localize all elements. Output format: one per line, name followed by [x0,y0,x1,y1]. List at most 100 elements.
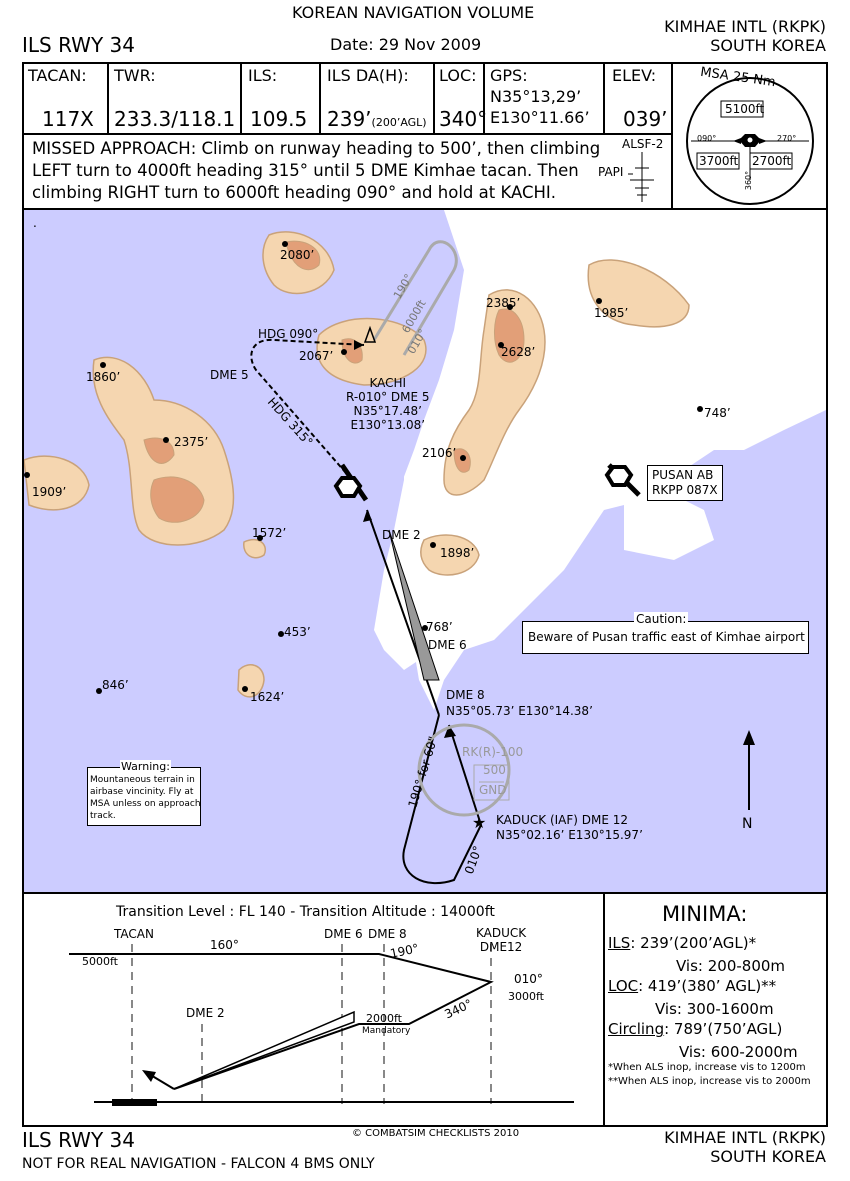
warning-text: Mountaneous terrain in airbase vincinity… [90,774,201,822]
peak-1624: 1624’ [250,690,285,704]
restricted-area-label: RK(R)-100 [462,745,524,759]
alsf-label: ALSF-2 [622,137,664,151]
pusan-ab-label: PUSAN AB RKPP 087X [647,465,723,501]
loc-value: 340° [439,107,488,131]
kaduck-position: N35°02.16’ E130°15.97’ [496,828,643,842]
pusan-tacan-id: RKPP 087X [652,483,718,497]
peak-dots [24,241,703,694]
profile-alt5000: 5000ft [82,955,118,968]
dme5-label: DME 5 [210,368,249,382]
profile-dme8: DME 8 [368,927,407,941]
dme6-label: DME 6 [428,638,467,652]
kaduck-star: ★ [472,813,486,832]
peak-1898: 1898’ [440,546,475,560]
peak-1909: 1909’ [32,485,67,499]
airport-name-text: KIMHAE INTL (RKPK) [664,17,826,36]
minima-loc-label: LOC [608,977,639,995]
profile-svg [69,944,574,1106]
peak-768: 768’ [426,620,453,634]
kachi-radial: R-010° DME 5 [346,390,430,404]
gps-label: GPS: [490,66,528,85]
caution-box: Caution: Beware of Pusan traffic east of… [522,612,809,654]
kachi-lat: N35°17.48’ [353,404,422,418]
profile-kaduck-name: KADUCK [476,926,527,940]
tacan-value: 117X [42,107,94,131]
minima-ils-value: : 239’(200’AGL)* [630,934,757,952]
approach-course [366,509,440,716]
minima-loc: LOC: 419’(380’ AGL)** [608,977,776,995]
minima-circling-label: Circling [608,1020,665,1038]
minima-ils: ILS: 239’(200’AGL)* [608,934,756,952]
msa-se: 2700ft [752,154,792,168]
peak-2628: 2628’ [501,345,536,359]
peak-846: 846’ [102,678,129,692]
minima-note-1: *When ALS inop, increase vis to 1200m [608,1062,806,1073]
peak-1985: 1985’ [594,306,629,320]
peak-748: 748’ [704,406,731,420]
warning-line-4: track. [90,811,116,821]
peak-2067: 2067’ [299,349,334,363]
msa-bearing-270: 270° [777,134,797,143]
minima-loc-vis: Vis: 300-1600m [655,1000,774,1018]
kaduck-label: KADUCK (IAF) DME 12 [496,813,629,827]
volume-title: KOREAN NAVIGATION VOLUME [292,3,535,22]
warning-line-2: airbase vincinity. Fly at [90,787,194,797]
missed-line-2: LEFT turn to 4000ft heading 315° until 5… [32,161,579,180]
msa-sw: 3700ft [699,154,739,168]
transition-text: Transition Level : FL 140 - Transition A… [116,904,495,920]
elev-label: ELEV: [612,66,657,85]
twr-label: TWR: [114,66,156,85]
msa-diagram [686,77,814,205]
dme8-position: N35°05.73’ E130°14.38’ [446,704,593,718]
profile-tacan: TACAN [114,927,154,941]
profile-mandatory: Mandatory [362,1026,411,1036]
papi-label: PAPI [598,165,624,179]
profile-kaduck-dme: DME12 [479,940,523,954]
msa-north: 5100ft [725,102,765,116]
missed-line-3: climbing RIGHT turn to 6000ft heading 09… [32,183,557,202]
minima-ils-vis: Vis: 200-800m [676,957,786,975]
dme8-label: DME 8 [446,688,485,702]
minima-ils-label: ILS [608,934,631,952]
da-sub: (200’AGL) [371,116,427,129]
profile-hdg010: 010° [514,972,543,986]
profile-hdg160: 160° [210,938,239,952]
minima-box [603,892,828,1127]
land-east-2 [624,490,714,560]
gps-coords: N35°13,29’ E130°11.66’ [490,86,590,128]
warning-line-3: MSA unless on approach [90,799,201,809]
msa-bearing-090: 090° [697,134,717,143]
minima-circling-value: : 789’(750’AGL) [664,1020,783,1038]
minima-circling: Circling: 789’(750’AGL) [608,1020,782,1038]
peak-2375: 2375’ [174,435,209,449]
pusan-tacan [604,465,634,487]
north-label: N [742,816,753,832]
missed-approach-track [250,338,365,474]
missed-approach-text: MISSED APPROACH: Climb on runway heading… [32,138,600,204]
minima-circling-vis: Vis: 600-2000m [679,1043,798,1061]
profile-cone [173,1010,355,1090]
peak-1572: 1572’ [252,526,287,540]
msa-bearing-360: 360° [744,170,754,191]
pusan-name: PUSAN AB [652,468,714,482]
ils-value: 109.5 [250,107,308,131]
profile-dme2: DME 2 [186,1006,225,1020]
peak-2106: 2106’ [422,446,457,460]
plan-view-map: ★ . 2080’ 1860’ 2375’ 1909’ 1572’ 2067’ … [22,208,828,894]
gps-lon: E130°11.66’ [490,108,590,127]
warning-title: Warning: [120,760,171,773]
footer-airport-name: KIMHAE INTL (RKPK) [664,1128,826,1147]
caution-title: Caution: [634,612,689,626]
profile-alt2000: 2000ft [366,1012,402,1025]
footer-airport: KIMHAE INTL (RKPK) SOUTH KOREA [664,1128,826,1166]
da-value-group: 239’(200’AGL) [327,107,427,131]
chart-date: Date: 29 Nov 2009 [330,35,482,54]
twr-value: 233.3/118.1 [114,107,236,131]
holding-pattern [372,240,458,356]
profile-alt3000: 3000ft [508,990,544,1003]
tacan-label: TACAN: [28,66,87,85]
loc-label: LOC: [439,66,477,85]
footer-country: SOUTH KOREA [710,1147,826,1166]
tacan-symbol [333,476,363,498]
footer-chart-name: ILS RWY 34 [22,1128,135,1152]
